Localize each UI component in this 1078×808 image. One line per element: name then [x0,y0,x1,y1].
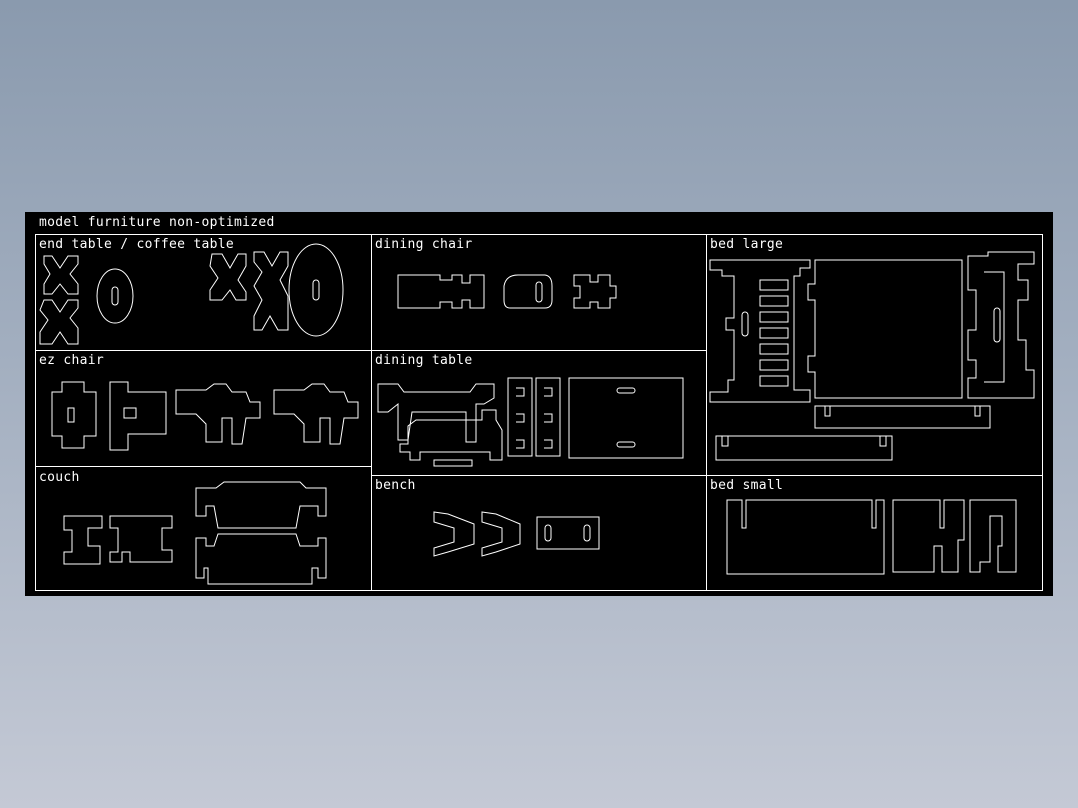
bed-large-parts [709,251,1035,461]
dining-table-parts [377,377,684,467]
bed-small-parts [726,499,1017,575]
panel-label-dining-chair: dining chair [375,237,473,252]
couch-parts [63,481,327,585]
coffee-table-parts [209,243,344,337]
ez-chair-parts [51,381,359,451]
bench-parts [433,511,600,557]
panel-label-bed-small: bed small [710,478,783,493]
panel-grid [35,234,1043,591]
panel-label-dining-table: dining table [375,353,473,368]
end-table-parts [39,255,134,345]
panel-label-ez-chair: ez chair [39,353,104,368]
panel-label-bench: bench [375,478,416,493]
panel-label-end-table: end table / coffee table [39,237,234,252]
drawing-title: model furniture non-optimized [39,215,275,230]
dining-chair-parts [397,274,617,309]
panel-label-bed-large: bed large [710,237,783,252]
drawing-sheet [25,212,1053,596]
panel-label-couch: couch [39,470,80,485]
